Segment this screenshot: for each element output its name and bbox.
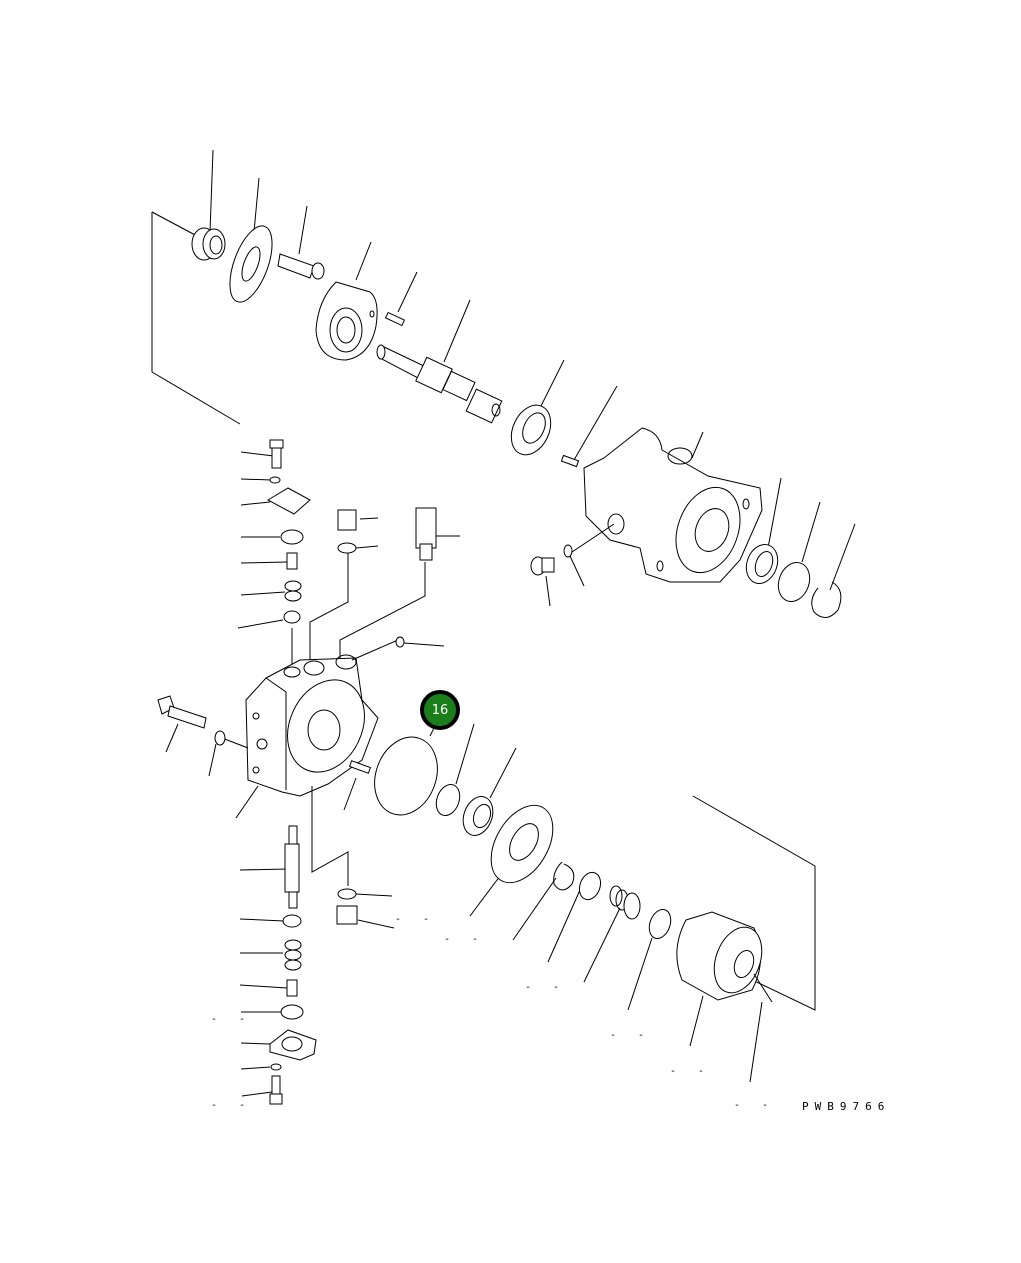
shim-part (578, 871, 602, 901)
dowel-pin-center-part (348, 760, 372, 774)
dash-mark: - - (525, 982, 568, 993)
ball-bearing-part (510, 404, 552, 456)
dash-mark: - - (395, 914, 438, 925)
retaining-ring-part (777, 562, 811, 602)
o-ring-16-part (374, 736, 438, 816)
mounting-bolt-part (157, 695, 207, 729)
upper-leader-lines (209, 149, 856, 607)
snap-ring-center-part (553, 861, 575, 891)
lower-left-leaders (239, 868, 395, 1097)
plug-part (530, 556, 555, 576)
left-upper-leaders (237, 451, 460, 672)
dash-mark: - - (211, 1100, 254, 1111)
small-pin-part (560, 454, 580, 468)
cylinder-block-part (676, 911, 773, 1003)
o-ring-part (435, 784, 461, 816)
left-upper-parts (266, 439, 437, 624)
lower-left-parts (269, 825, 358, 1105)
spring-set-part (609, 885, 641, 920)
dash-mark: - - (211, 1014, 254, 1025)
dowel-pin-part (384, 311, 406, 327)
roller-bearing-part (462, 796, 494, 836)
dash-mark: - - (444, 934, 487, 945)
thrust-washer-part (648, 908, 672, 940)
cradle-part (315, 281, 378, 361)
snap-ring-part (811, 581, 842, 618)
dash-mark: - - (670, 1066, 713, 1077)
upper-group-bracket (151, 211, 241, 425)
plug-small-part (395, 636, 405, 648)
center-right-leaders (455, 723, 816, 1083)
valve-plate-disk-part (490, 804, 554, 884)
end-cap-valve-body-part (245, 654, 379, 797)
washer-part (214, 730, 226, 746)
oil-seal-part (745, 544, 779, 584)
valve-plate-part (229, 225, 273, 303)
small-o-ring-part (563, 544, 573, 558)
pin-part (277, 253, 325, 280)
bushing-part (191, 227, 226, 261)
splined-shaft-part (376, 344, 503, 424)
dash-mark: - - (610, 1030, 653, 1041)
callout-16-badge[interactable]: 16 (420, 690, 460, 730)
dash-mark: - - (734, 1100, 777, 1111)
lower-frame-bracket (311, 786, 349, 886)
pump-case-part (583, 427, 763, 583)
center-left-leaders (165, 639, 445, 819)
drawing-code-label: PWB9766 (802, 1100, 891, 1113)
